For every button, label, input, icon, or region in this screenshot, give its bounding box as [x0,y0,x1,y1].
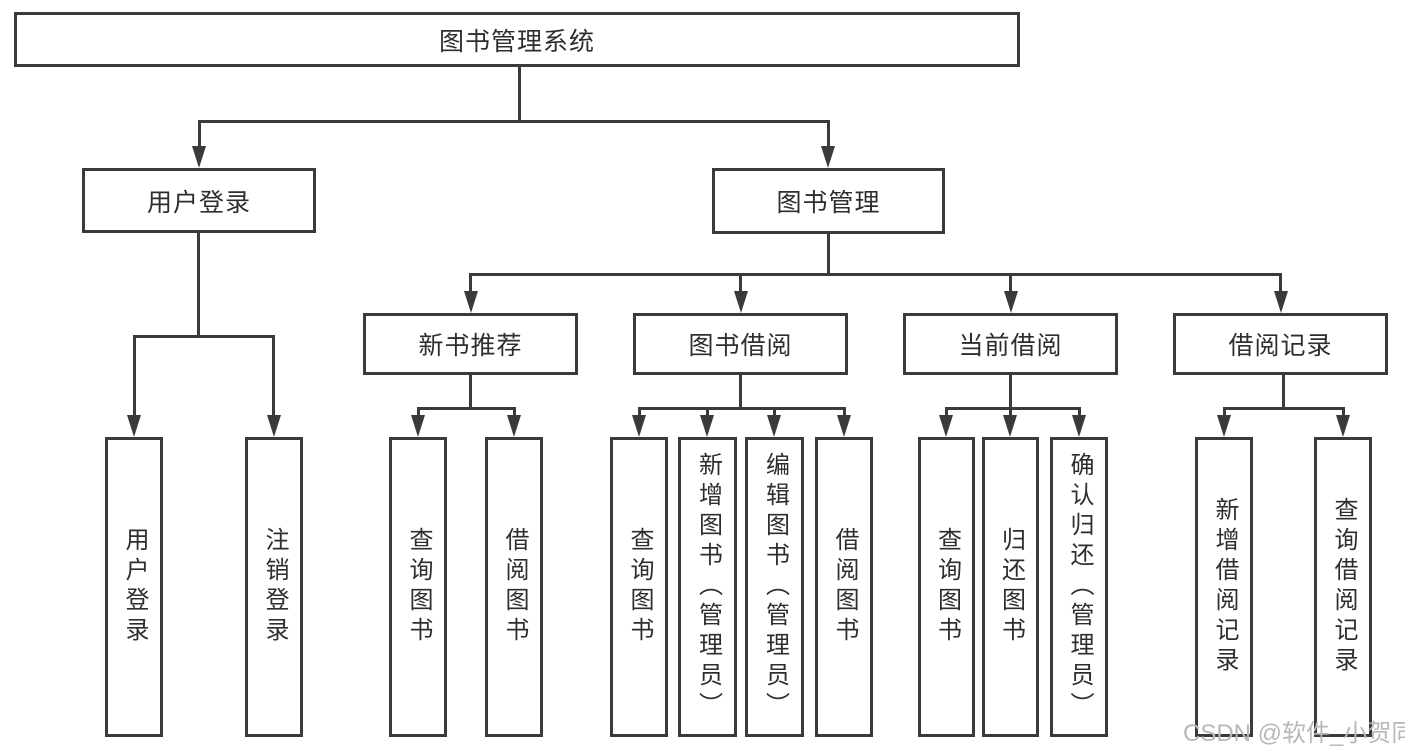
node-library-system: 图书管理系统 [14,12,1020,67]
node-return-books: 归还图书 [982,437,1039,737]
connector-userlogin-drop-1 [133,335,136,417]
node-borrowing-records-label: 借阅记录 [1228,332,1333,360]
arrowhead-down-icon [1336,415,1350,437]
node-add-borrow-record: 新增借阅记录 [1195,437,1253,737]
connector-bookmgmt-rail [469,273,1282,276]
node-user-login-branch-label: 用户登录 [146,188,251,217]
arrowhead-down-icon [837,415,851,437]
connector-records-drop-2 [1342,407,1345,417]
node-edit-book-admin: 编辑图书（管理员） [745,437,804,737]
connector-root-stem [518,67,521,123]
arrowhead-down-icon [127,415,141,437]
connector-recommend-drop-2 [513,407,516,417]
connector-bookmgmt-drop-2 [739,273,742,293]
node-edit-book-admin-label: 编辑图书（管理员） [761,452,789,722]
node-book-management-label: 图书管理 [776,189,881,217]
arrowhead-down-icon [767,415,781,437]
connector-current-drop-1 [945,407,948,417]
node-book-management: 图书管理 [712,168,945,234]
arrowhead-down-icon [1274,291,1288,313]
node-user-login-branch: 用户登录 [82,168,316,233]
arrowhead-down-icon [411,415,425,437]
node-current-query-books-label: 查询图书 [933,527,961,647]
arrowhead-down-icon [464,291,478,313]
arrowhead-down-icon [507,415,521,437]
node-borrowing-borrow-books-label: 借阅图书 [831,527,858,647]
node-new-book-recommend: 新书推荐 [363,313,578,375]
connector-records-stem [1282,375,1285,409]
arrowhead-down-icon [1003,415,1017,437]
node-add-book-admin: 新增图书（管理员） [678,437,737,737]
connector-borrowing-stem [739,375,742,409]
arrowhead-down-icon [1004,291,1018,313]
connector-userlogin-drop-2 [272,335,275,417]
node-library-system-label: 图书管理系统 [438,27,595,56]
node-return-books-label: 归还图书 [997,527,1025,647]
node-borrowing-borrow-books: 借阅图书 [815,437,873,737]
connector-root-rail [198,120,830,123]
csdn-watermark: CSDN @软件_小贺同学 [1183,720,1405,747]
arrowhead-down-icon [700,415,714,437]
node-recommend-borrow-books: 借阅图书 [485,437,543,737]
arrowhead-down-icon [734,291,748,313]
connector-root-drop-right [827,120,830,149]
arrowhead-down-icon [1072,415,1086,437]
connector-borrowing-drop-1 [638,407,641,417]
connector-userlogin-stem [197,233,200,337]
node-borrowing-query-books-label: 查询图书 [626,527,653,647]
node-confirm-return-admin-label: 确认归还（管理员） [1066,452,1093,722]
connector-borrowing-drop-3 [773,407,776,417]
arrowhead-down-icon [632,415,646,437]
connector-bookmgmt-drop-4 [1279,273,1282,293]
node-book-borrowing-label: 图书借阅 [688,332,793,360]
connector-recommend-rail [417,407,516,410]
node-recommend-query-books: 查询图书 [389,437,447,737]
arrowhead-down-icon [1217,415,1231,437]
connector-bookmgmt-drop-3 [1009,273,1012,293]
node-new-book-recommend-label: 新书推荐 [418,332,523,360]
node-current-query-books: 查询图书 [918,437,975,737]
connector-userlogin-rail [133,335,275,338]
node-borrowing-records: 借阅记录 [1173,313,1388,375]
node-confirm-return-admin: 确认归还（管理员） [1050,437,1108,737]
connector-recommend-drop-1 [417,407,420,417]
arrowhead-down-icon [267,415,281,437]
node-book-borrowing: 图书借阅 [633,313,848,375]
connector-records-rail [1223,407,1345,410]
node-current-borrowing: 当前借阅 [903,313,1118,375]
arrowhead-down-icon [821,146,835,168]
node-logout: 注销登录 [245,437,303,737]
node-add-borrow-record-label: 新增借阅记录 [1211,497,1238,677]
node-user-login-leaf-label: 用户登录 [121,527,148,647]
node-query-borrow-record: 查询借阅记录 [1314,437,1372,737]
connector-borrowing-rail [638,407,846,410]
connector-current-stem [1009,375,1012,409]
node-recommend-borrow-books-label: 借阅图书 [501,527,528,647]
connector-current-rail [945,407,1081,410]
node-current-borrowing-label: 当前借阅 [958,332,1063,360]
connector-records-drop-1 [1223,407,1226,417]
connector-recommend-stem [469,375,472,409]
arrowhead-down-icon [939,415,953,437]
node-borrowing-query-books: 查询图书 [610,437,668,737]
connector-borrowing-drop-4 [843,407,846,417]
connector-bookmgmt-stem [827,234,830,275]
node-user-login-leaf: 用户登录 [105,437,163,737]
connector-root-drop-left [198,120,201,149]
connector-borrowing-drop-2 [706,407,709,417]
node-query-borrow-record-label: 查询借阅记录 [1330,497,1357,677]
connector-current-drop-3 [1078,407,1081,417]
connector-bookmgmt-drop-1 [469,273,472,293]
node-recommend-query-books-label: 查询图书 [405,527,432,647]
connector-current-drop-2 [1009,407,1012,417]
arrowhead-down-icon [192,146,206,168]
node-add-book-admin-label: 新增图书（管理员） [694,452,722,722]
node-logout-label: 注销登录 [261,527,288,647]
